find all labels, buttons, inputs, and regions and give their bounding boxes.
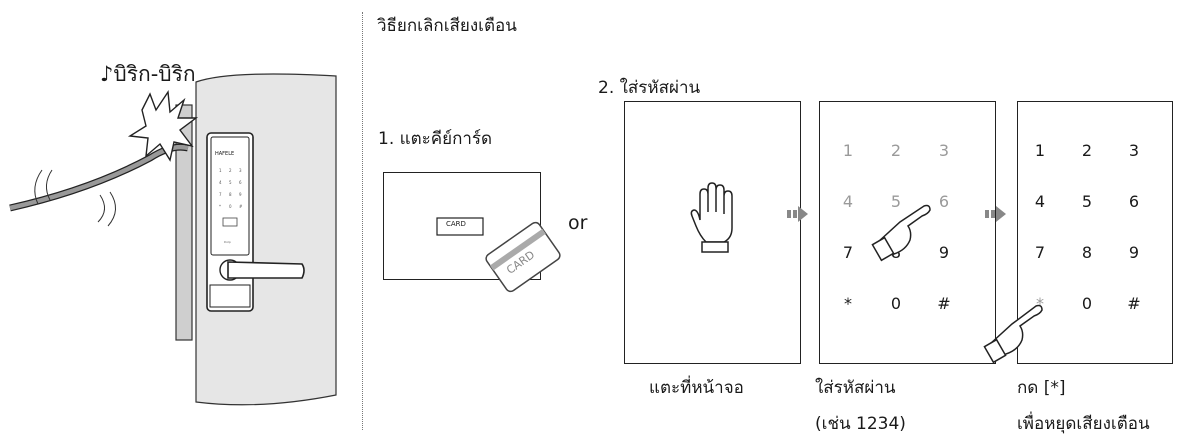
- keypad-key: 6: [938, 192, 950, 211]
- arrow-right-icon: [985, 206, 1006, 222]
- keypad-key: *: [844, 294, 852, 313]
- keypad-key: 3: [1128, 141, 1140, 160]
- keypad-key: 4: [842, 192, 854, 211]
- keypad-key: 1: [1034, 141, 1046, 160]
- lock-model-text: Dolp: [224, 240, 231, 244]
- pointing-hand-icon: [871, 204, 931, 262]
- svg-text:*: *: [219, 204, 221, 209]
- enter-caption-2: (เช่น 1234): [815, 414, 906, 434]
- svg-text:4: 4: [219, 180, 222, 185]
- arrow-right-icon: [787, 206, 808, 222]
- keypad-key: *: [1036, 294, 1044, 313]
- keypad-key: 2: [890, 141, 902, 160]
- enter-caption-1: ใส่รหัสผ่าน: [815, 378, 896, 398]
- svg-text:5: 5: [229, 180, 232, 185]
- keypad-key: 4: [1034, 192, 1046, 211]
- keypad-key: 9: [938, 243, 950, 262]
- pointing-hand-icon: [983, 304, 1043, 364]
- touch-caption: แตะที่หน้าจอ: [649, 378, 744, 398]
- alarm-sound-text: ♪บิริก-บิริก: [100, 62, 196, 86]
- keypad-panel-press: [1017, 101, 1173, 364]
- keypad-key: 5: [1081, 192, 1093, 211]
- press-caption-2: เพื่อหยุดเสียงเตือน: [1017, 414, 1150, 434]
- keypad-key: 7: [842, 243, 854, 262]
- keypad-key: 8: [1081, 243, 1093, 262]
- keypad-key: 6: [1128, 192, 1140, 211]
- door-illustration: 1 2 3 4 5 6 7 8 9 * 0 # ♪บิริก-บิริก HAFELE Dolp: [0, 0, 360, 437]
- svg-text:6: 6: [239, 180, 242, 185]
- keypad-key: #: [1127, 294, 1141, 313]
- svg-text:7: 7: [219, 192, 222, 197]
- svg-text:9: 9: [239, 192, 242, 197]
- keypad-key: 1: [842, 141, 854, 160]
- page-title: วิธียกเลิกเสียงเตือน: [377, 16, 517, 36]
- section-divider: [362, 12, 363, 430]
- svg-text:2: 2: [229, 168, 232, 173]
- svg-text:#: #: [239, 204, 243, 209]
- step1-label: 1. แตะคีย์การ์ด: [378, 129, 493, 149]
- keypad-key: 7: [1034, 243, 1046, 262]
- keypad-key: 3: [938, 141, 950, 160]
- hand-icon: [690, 182, 733, 253]
- step2-label: 2. ใส่รหัสผ่าน: [598, 78, 701, 98]
- svg-text:8: 8: [229, 192, 232, 197]
- svg-text:0: 0: [229, 204, 232, 209]
- keypad-key: 5: [890, 192, 902, 211]
- card-illustration: [436, 217, 561, 293]
- keypad-key: 9: [1128, 243, 1140, 262]
- keypad-key: #: [937, 294, 951, 313]
- lock-brand-text: HAFELE: [215, 151, 235, 157]
- keypad-key: 0: [890, 294, 902, 313]
- keypad-key: 0: [1081, 294, 1093, 313]
- card-slot-text: CARD: [446, 220, 466, 228]
- or-label: or: [568, 212, 588, 234]
- svg-text:3: 3: [239, 168, 242, 173]
- press-caption-1: กด [*]: [1017, 378, 1066, 398]
- svg-text:1: 1: [219, 168, 222, 173]
- door-illustration-svg: 1 2 3 4 5 6 7 8 9 * 0 #: [9, 73, 337, 406]
- keypad-key: 2: [1081, 141, 1093, 160]
